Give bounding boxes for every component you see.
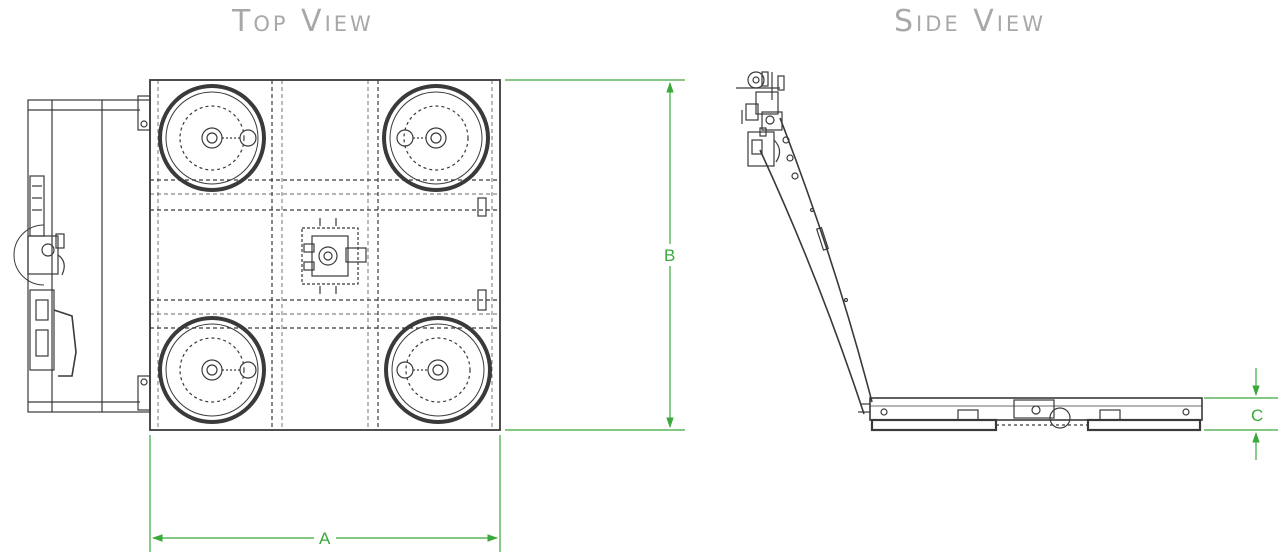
dimension-b-label: B [664,246,675,265]
side-view-title: Side View [894,4,1046,39]
edge-brackets [477,197,487,311]
dimension-lines-side [1204,368,1278,460]
air-caster [384,316,492,424]
control-unit [13,175,77,377]
top-view-title: Top View [232,4,374,39]
handle-frame [27,95,151,413]
platform-outline [149,79,501,431]
dimension-a-label: A [319,529,331,548]
side-view [736,71,1203,432]
side-handle-arm [759,117,873,415]
side-control-head [736,71,785,167]
air-caster [158,84,266,192]
top-view [13,79,501,431]
side-platform [869,397,1203,432]
air-caster [158,316,266,424]
dimension-lines-top [149,79,685,552]
air-caster [382,84,490,192]
cell-grid [150,80,500,430]
center-valve-assembly [301,218,367,294]
dimension-c-label: C [1251,406,1263,425]
